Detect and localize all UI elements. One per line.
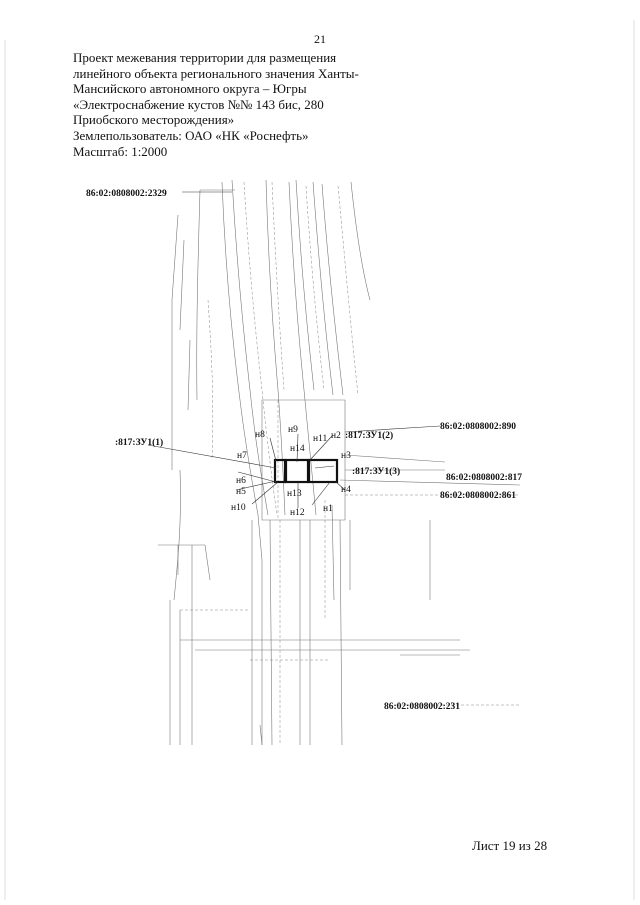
header-line-object: линейного объекта регионального значения…	[73, 65, 359, 81]
header-line-scale: Масштаб: 1:2000	[73, 143, 168, 159]
cadastral-label-861: 86:02:0808002:861	[440, 491, 516, 501]
header-line-title: Проект межевания территории для размещен…	[73, 50, 337, 65]
point-label-n13: н13	[287, 489, 302, 499]
point-label-n7: н7	[237, 451, 247, 461]
point-label-n3: н3	[341, 451, 351, 461]
parcel-contour	[273, 458, 339, 484]
point-label-n1: н1	[323, 504, 333, 514]
map-linework	[158, 179, 521, 746]
parcel-label-zu1-2: :817:ЗУ1(2)	[345, 430, 393, 441]
point-label-n4: н4	[341, 485, 351, 495]
point-label-n12: н12	[290, 508, 305, 518]
parcel-label-zu1-1: :817:ЗУ1(1)	[115, 437, 163, 448]
cadastral-label-2329: 86:02:0808002:2329	[86, 189, 167, 199]
leader-lines	[147, 425, 441, 508]
header-line-field: Приобского месторождения»	[73, 112, 235, 128]
point-label-n8: н8	[255, 430, 265, 440]
page-number: 21	[314, 32, 326, 46]
header-line-land-user: Землепользователь: ОАО «НК «Роснефть»	[73, 127, 309, 143]
point-label-n9: н9	[288, 425, 298, 435]
point-label-n2: н2	[331, 431, 341, 441]
sheet-counter: Лист 19 из 28	[472, 838, 548, 853]
header-line-region: Мансийского автономного округа – Югры	[73, 81, 307, 97]
point-label-n14: н14	[290, 444, 305, 454]
header-line-project: «Электроснабжение кустов №№ 143 бис, 280	[73, 96, 324, 112]
cadastral-label-890: 86:02:0808002:890	[440, 422, 516, 432]
point-label-n5: н5	[236, 487, 246, 497]
point-label-n6: н6	[236, 476, 246, 486]
document-header: Проект межевания территории для размещен…	[73, 50, 403, 159]
cadastral-label-231: 86:02:0808002:231	[384, 702, 460, 712]
point-label-n10: н10	[231, 503, 246, 513]
parcel-label-zu1-3: :817:ЗУ1(3)	[352, 466, 400, 477]
cadastral-label-817: 86:02:0808002:817	[446, 473, 522, 483]
point-label-n11: н11	[313, 434, 327, 444]
